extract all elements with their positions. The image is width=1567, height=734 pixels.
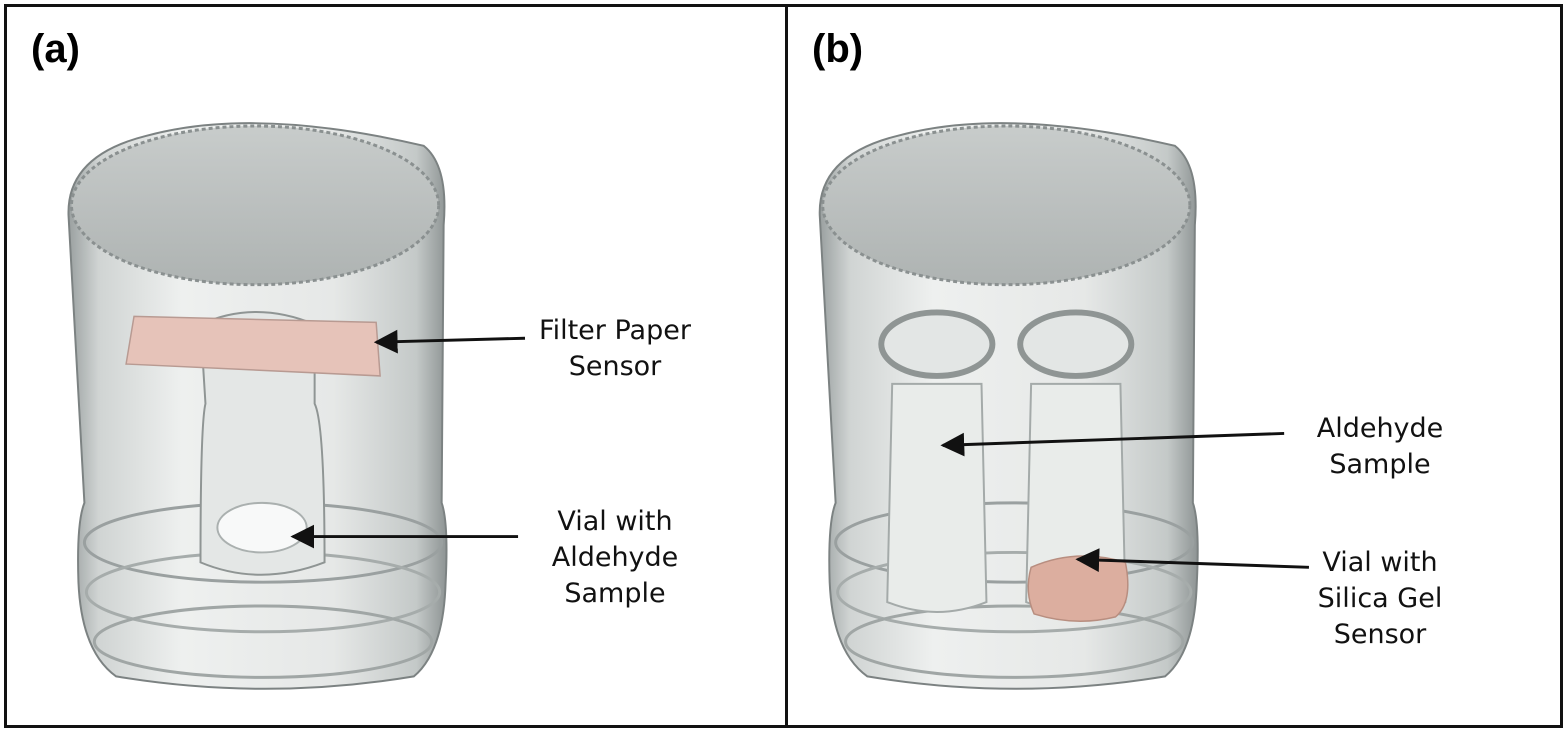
- silica-gel-sensor: [1027, 555, 1129, 622]
- annotation-vial-aldehyde-sample: Vial with Aldehyde Sample: [551, 506, 679, 609]
- jar-top: [821, 124, 1192, 287]
- panel-label-a: (a): [31, 27, 80, 71]
- jar-top: [70, 124, 441, 287]
- annotation-filter-paper-sensor: Filter Paper Sensor: [539, 315, 691, 382]
- annotation-aldehyde-sample: Aldehyde Sample: [1316, 413, 1444, 480]
- filter-paper-sensor: [125, 315, 381, 377]
- jar-ring-2: [836, 550, 1193, 634]
- vial-left-body: [886, 382, 988, 613]
- vial-right-rim: [1017, 309, 1135, 379]
- jar-ring-3: [92, 604, 434, 679]
- panel-a: (a) Filter Paper Sensor Vial with Aldehy…: [4, 4, 788, 728]
- photo-jar-a: [67, 122, 448, 690]
- vial-left-rim: [878, 309, 996, 379]
- photo-jar-b: [818, 122, 1199, 690]
- annotation-vial-silica-gel-sensor: Vial with Silica Gel Sensor: [1317, 547, 1443, 650]
- panel-b: (b) Aldehyde Sample Vial with Silica Gel…: [785, 4, 1563, 728]
- inner-vial-bottom: [216, 501, 308, 554]
- jar-ring-1: [834, 501, 1195, 584]
- panel-label-b: (b): [812, 27, 864, 71]
- jar-ring-3: [844, 604, 1185, 679]
